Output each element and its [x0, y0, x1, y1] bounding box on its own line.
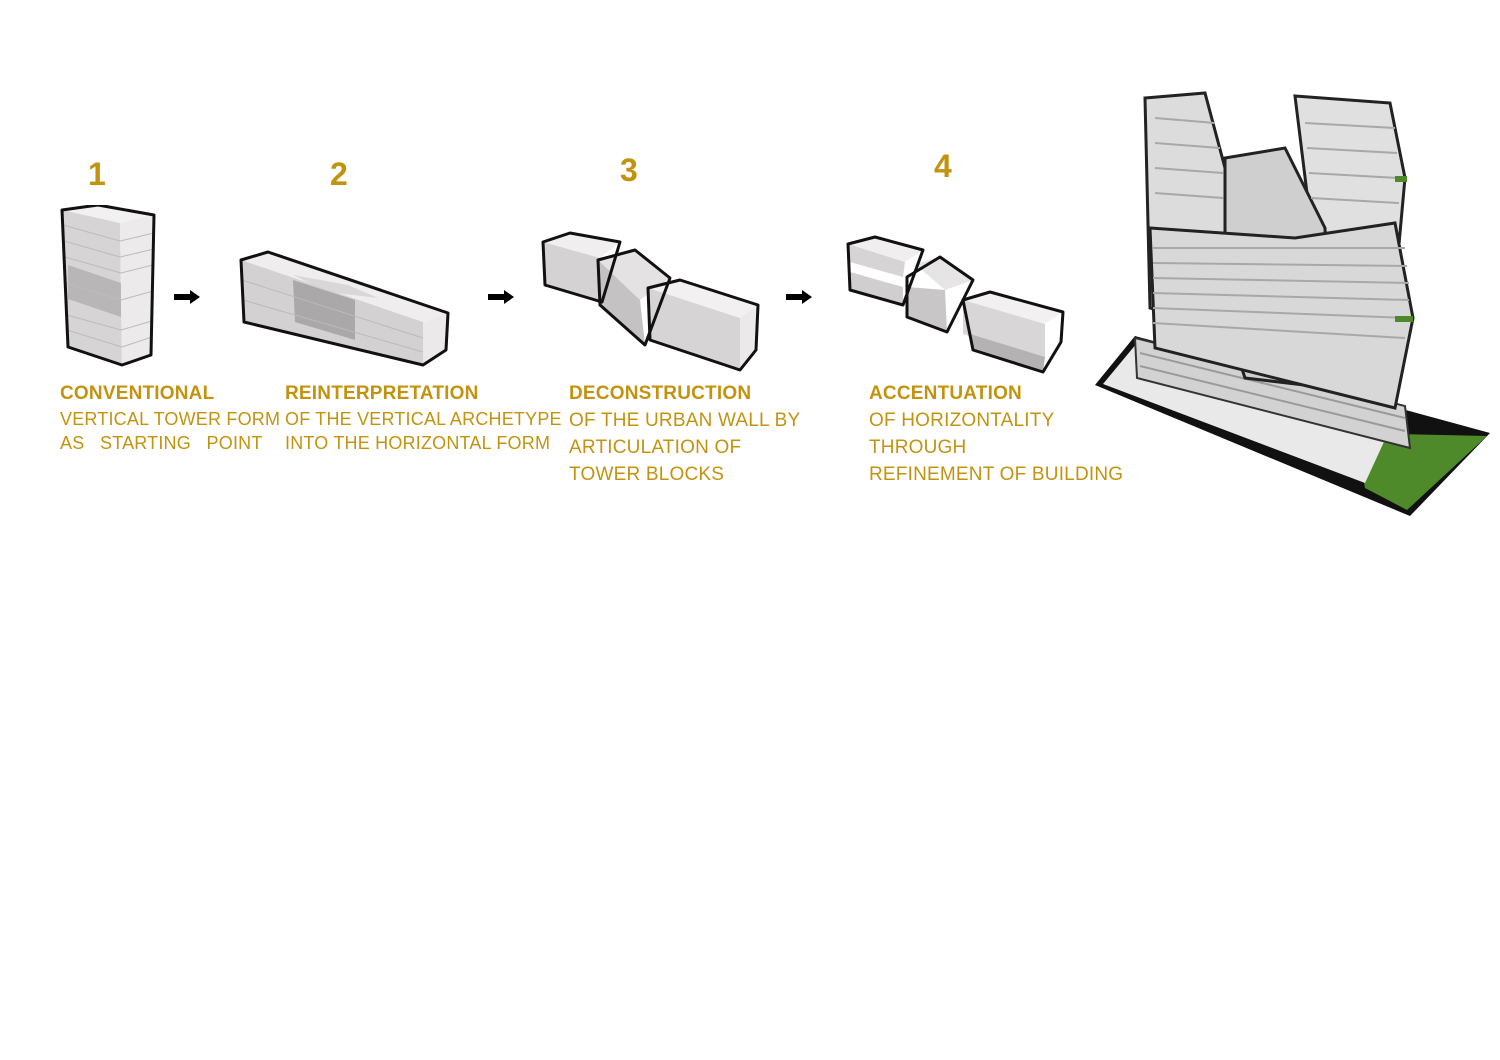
step-4-line: OF HORIZONTALITY: [869, 410, 1055, 431]
step-3-line: TOWER BLOCKS: [569, 464, 725, 485]
step-3-number: 3: [620, 152, 638, 188]
step-3-line: OF THE URBAN WALL BY: [569, 410, 801, 431]
step-1-caption: CONVENTIONAL VERTICAL TOWER FORM AS STAR…: [60, 380, 280, 455]
step-1-title: CONVENTIONAL: [60, 383, 215, 404]
step-2-title: REINTERPRETATION: [285, 383, 479, 404]
deconstructed-blocks-massing: [541, 231, 760, 372]
step-4-caption: ACCENTUATION OF HORIZONTALITY THROUGH RE…: [869, 380, 1123, 488]
step-2-number: 2: [330, 156, 348, 192]
step-2-caption: REINTERPRETATION OF THE VERTICAL ARCHETY…: [285, 380, 562, 455]
right-arrow-icon: [488, 290, 514, 304]
step-4-line: THROUGH: [869, 437, 967, 458]
step-3-line: ARTICULATION OF: [569, 437, 742, 458]
step-4-title: ACCENTUATION: [869, 383, 1022, 404]
step-3-caption: DECONSTRUCTION OF THE URBAN WALL BY ARTI…: [569, 380, 800, 488]
step-1-number: 1: [88, 156, 106, 192]
step-4-number: 4: [934, 148, 952, 184]
step-1-line: VERTICAL TOWER FORM: [60, 409, 281, 429]
horizontal-bar-massing: [239, 250, 450, 367]
step-2-line: INTO THE HORIZONTAL FORM: [285, 433, 551, 453]
step-4-line: REFINEMENT OF BUILDING: [869, 464, 1124, 485]
step-1-line: AS STARTING POINT: [60, 433, 263, 453]
building-render-illustration: [1095, 91, 1490, 516]
vertical-tower-massing: [60, 205, 156, 367]
step-2-line: OF THE VERTICAL ARCHETYPE: [285, 409, 562, 429]
step-3-title: DECONSTRUCTION: [569, 383, 752, 404]
right-arrow-icon: [174, 290, 200, 304]
right-arrow-icon: [786, 290, 812, 304]
refined-blocks-massing: [846, 235, 1065, 374]
